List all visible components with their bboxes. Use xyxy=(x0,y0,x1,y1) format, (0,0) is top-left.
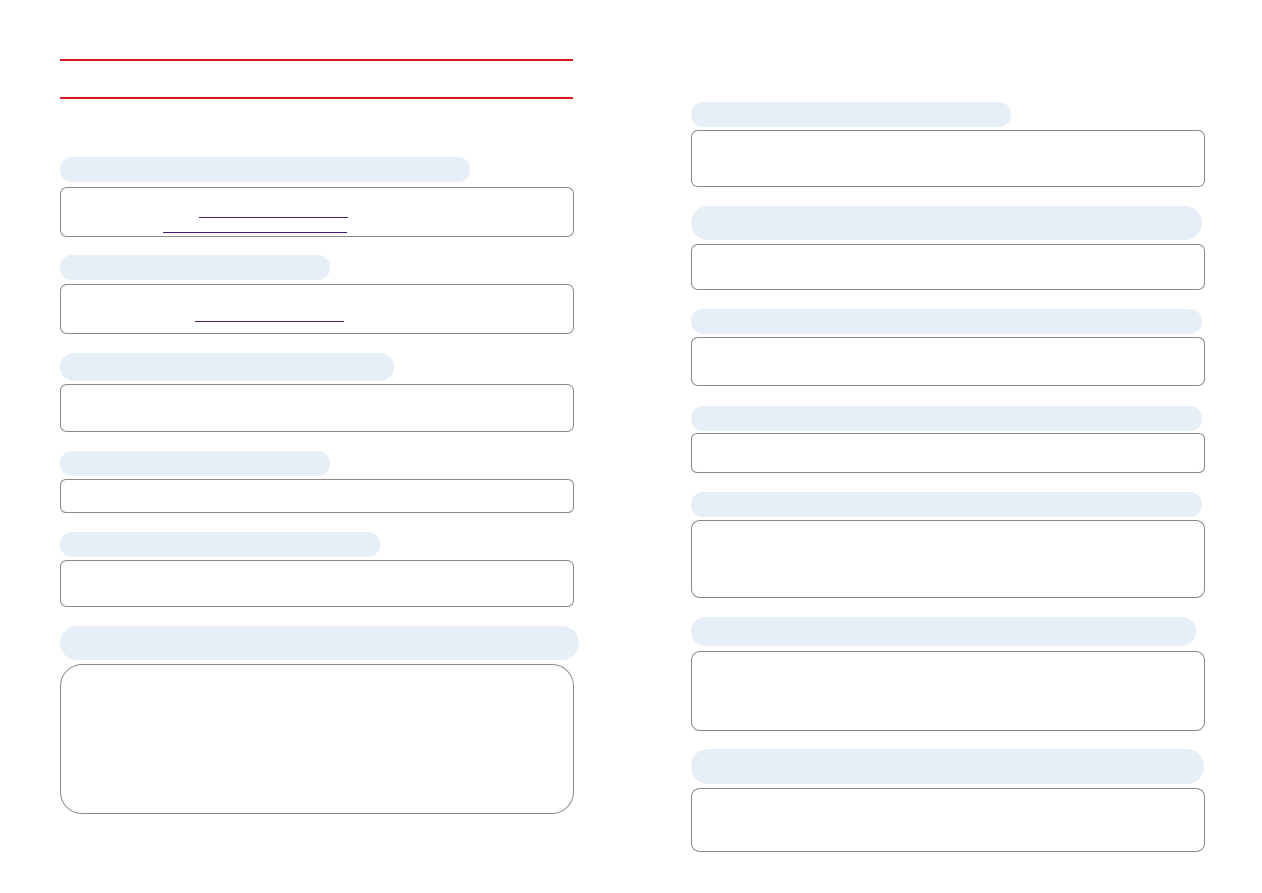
section-body-box xyxy=(691,788,1205,852)
top-rule xyxy=(60,59,573,61)
section-body-box xyxy=(60,187,574,237)
section-body-box xyxy=(60,664,574,814)
inline-link[interactable] xyxy=(199,217,348,218)
section-body-box xyxy=(691,244,1205,290)
section-body-box xyxy=(60,560,574,607)
inline-link[interactable] xyxy=(163,232,347,233)
section-body-box xyxy=(60,384,574,432)
section-heading-pill xyxy=(691,102,1011,127)
section-heading-pill xyxy=(60,451,330,476)
section-heading-pill xyxy=(60,353,394,381)
section-body-box xyxy=(60,479,574,513)
section-heading-pill xyxy=(691,309,1202,334)
inline-link[interactable] xyxy=(195,321,344,322)
section-heading-pill xyxy=(691,617,1196,646)
section-body-box xyxy=(691,520,1205,598)
section-body-box xyxy=(691,651,1205,731)
section-body-box xyxy=(691,130,1205,187)
section-heading-pill xyxy=(60,626,579,660)
section-heading-pill xyxy=(691,406,1202,431)
section-heading-pill xyxy=(60,157,470,182)
section-body-box xyxy=(691,337,1205,386)
section-heading-pill xyxy=(691,206,1202,240)
section-heading-pill xyxy=(691,749,1204,784)
section-heading-pill xyxy=(691,492,1202,517)
section-body-box xyxy=(60,284,574,334)
section-heading-pill xyxy=(60,255,330,280)
section-body-box xyxy=(691,433,1205,473)
section-heading-pill xyxy=(60,532,380,557)
top-rule-second xyxy=(60,97,573,99)
